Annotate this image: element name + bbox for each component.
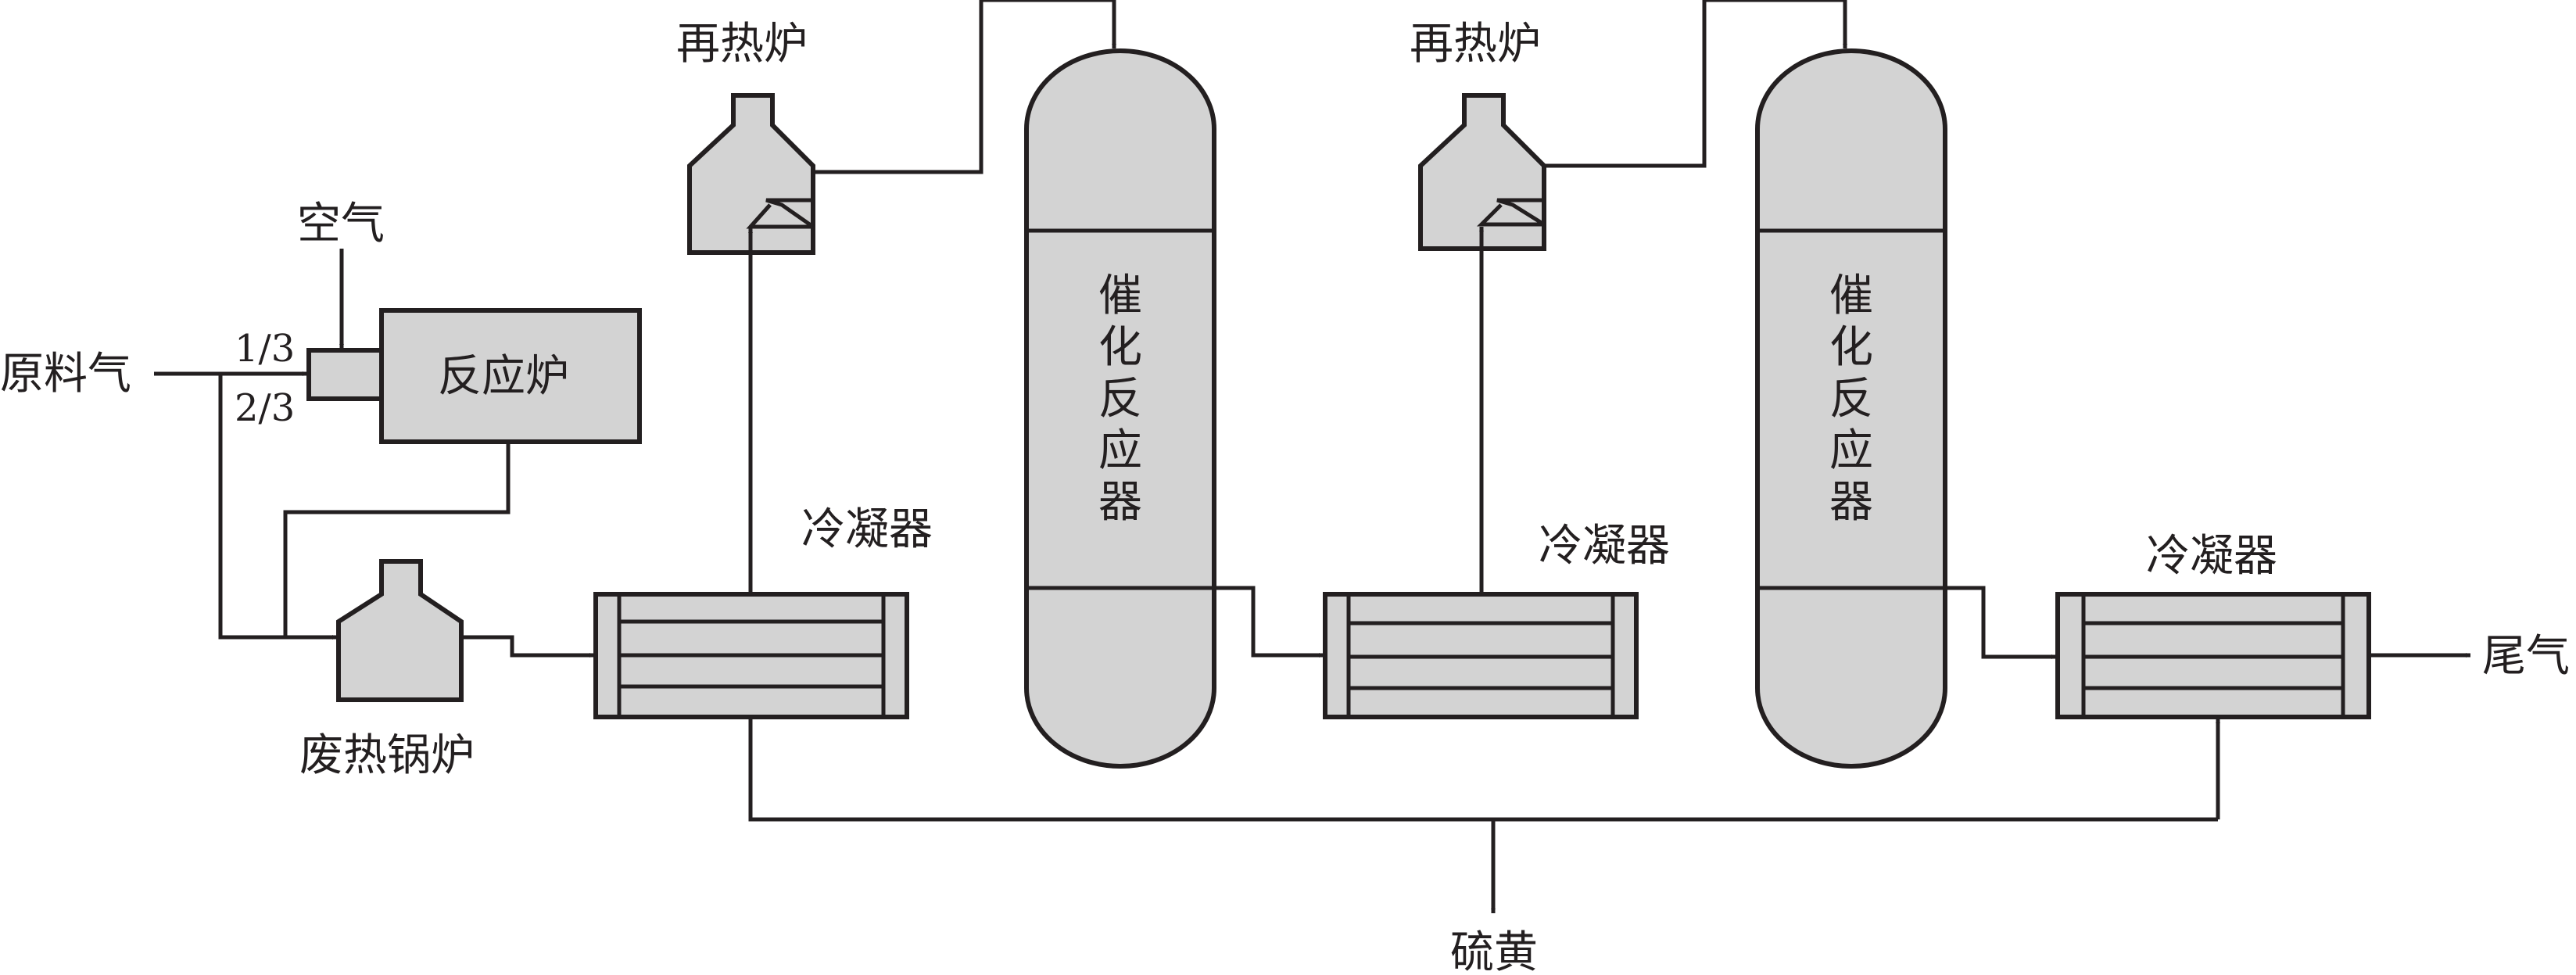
- condenser-3-label: 冷凝器: [2146, 531, 2277, 582]
- catalytic-reactor-1-char: 反: [1098, 374, 1142, 425]
- catalytic-reactor-1-char: 催: [1098, 271, 1142, 321]
- reheat-2-to-reactor-2-arrow: [1544, 0, 1847, 168]
- sulfur-label: 硫黄: [1450, 927, 1538, 975]
- reheat-furnace-1-label: 再热炉: [676, 19, 808, 70]
- sulfur-collection-header: [748, 717, 2218, 822]
- condenser-1-label: 冷凝器: [801, 504, 933, 555]
- catalytic-reactor-1: [1024, 48, 1216, 769]
- split-two-thirds-label: 2/3: [235, 386, 295, 430]
- reaction-furnace-body: [379, 308, 642, 444]
- reaction-furnace: [306, 308, 642, 444]
- reaction-furnace-label: 反应炉: [438, 351, 569, 402]
- feed-gas-label: 原料气: [0, 349, 131, 400]
- tail-gas-label: 尾气: [2482, 631, 2570, 682]
- reheat-1-to-reactor-1-arrow: [813, 0, 1116, 174]
- condenser-2: [1323, 592, 1639, 719]
- air-label: 空气: [297, 199, 385, 249]
- reheat-furnace-1: [687, 93, 815, 255]
- catalytic-reactor-1-label: 催 化 反 应 器: [1098, 271, 1142, 528]
- reheat-furnace-2-label: 再热炉: [1410, 19, 1541, 70]
- catalytic-reactor-2-char: 应: [1829, 425, 1873, 476]
- feed-bypass-to-boiler-arrow: [218, 374, 337, 640]
- reheat-furnace-2: [1418, 93, 1546, 251]
- reheat-furnace-2-body: [1418, 93, 1546, 251]
- reheat-furnace-2-coil: [1476, 198, 1546, 227]
- condenser-2-label: 冷凝器: [1539, 521, 1670, 572]
- catalytic-reactor-1-char: 化: [1098, 322, 1142, 373]
- furnace-to-boiler-line: [283, 442, 511, 637]
- catalytic-reactor-1-char: 器: [1098, 477, 1142, 528]
- reactor-1-to-condenser-2-arrow: [1214, 586, 1324, 658]
- catalytic-reactor-2-char: 化: [1829, 322, 1873, 373]
- split-one-third-label: 1/3: [235, 327, 295, 371]
- catalytic-reactor-2-char: 器: [1829, 477, 1873, 528]
- reheat-furnace-1-body: [687, 93, 815, 255]
- reactor-2-to-condenser-3-arrow: [1945, 586, 2056, 659]
- catalytic-reactor-1-char: 应: [1098, 425, 1142, 476]
- catalytic-reactor-2-char: 反: [1829, 374, 1873, 425]
- waste-heat-boiler-label: 废热锅炉: [299, 730, 475, 781]
- reheat-furnace-1-coil-line: [749, 203, 772, 228]
- catalytic-reactor-2-char: 催: [1829, 271, 1873, 321]
- catalytic-reactor-2-label: 催 化 反 应 器: [1829, 271, 1873, 528]
- boiler-to-condenser-1-arrow: [461, 635, 594, 658]
- condenser-1: [593, 592, 909, 719]
- reaction-furnace-burner: [306, 348, 389, 401]
- catalytic-reactor-2: [1755, 48, 1947, 769]
- condenser-3: [2055, 592, 2371, 719]
- waste-heat-boiler: [336, 559, 464, 702]
